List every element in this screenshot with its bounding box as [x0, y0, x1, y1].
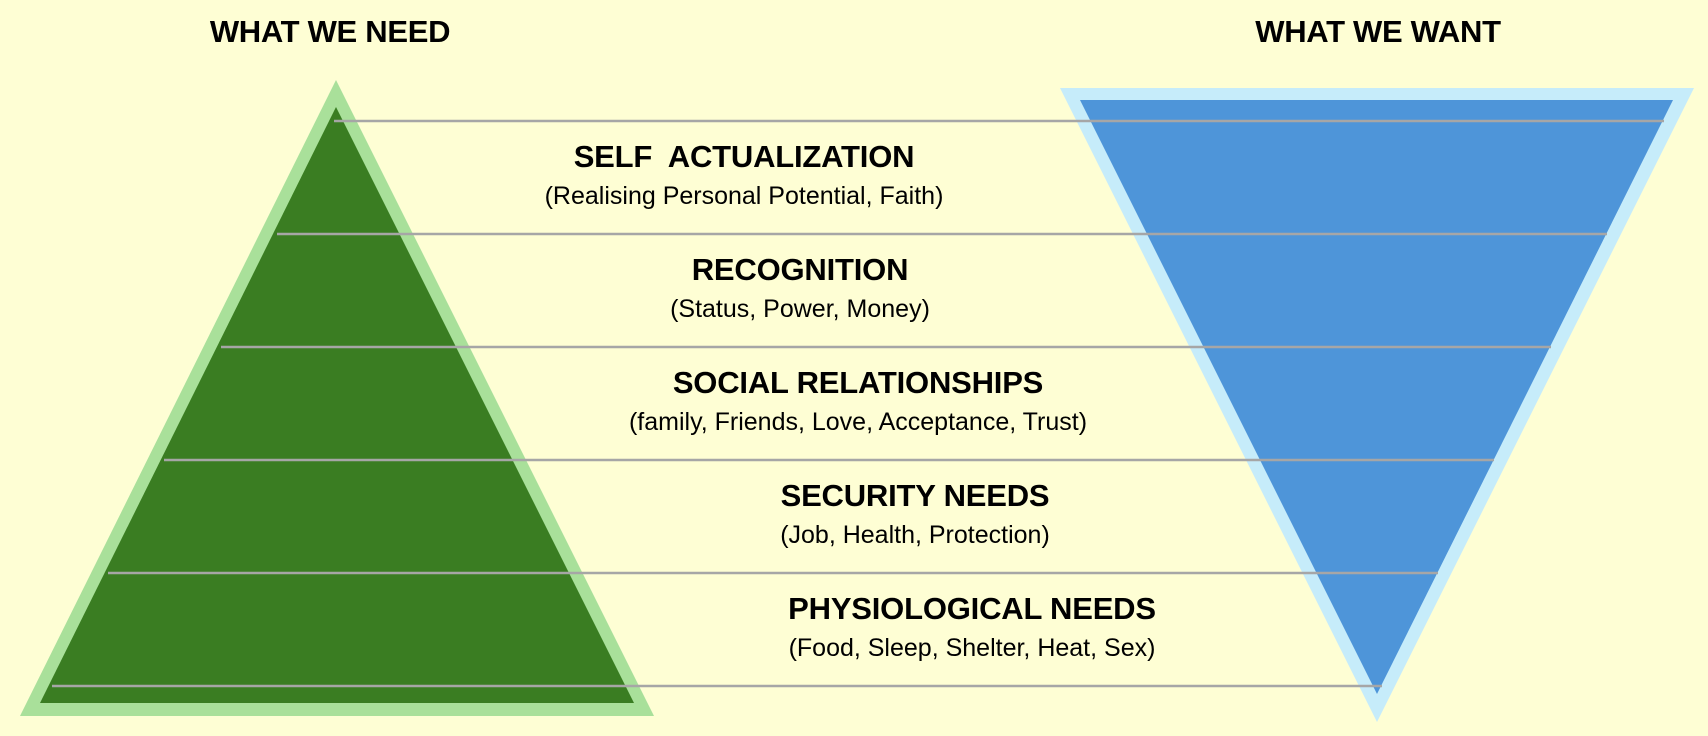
level-description: (Realising Personal Potential, Faith) [544, 182, 944, 210]
level-physiological-needs: PHYSIOLOGICAL NEEDS (Food, Sleep, Shelte… [652, 589, 1292, 665]
level-recognition: RECOGNITION (Status, Power, Money) [480, 250, 1120, 326]
level-title: SOCIAL RELATIONSHIPS [672, 365, 1044, 400]
need-heading: WHAT WE NEED [209, 14, 451, 49]
need-pyramid [40, 107, 634, 703]
level-description: (Job, Health, Protection) [780, 521, 1050, 549]
level-title: RECOGNITION [691, 252, 909, 287]
level-description: (family, Friends, Love, Acceptance, Trus… [628, 408, 1088, 436]
want-pyramid [1080, 100, 1673, 694]
level-security-needs: SECURITY NEEDS (Job, Health, Protection) [595, 476, 1235, 552]
level-description: (Food, Sleep, Shelter, Heat, Sex) [788, 634, 1156, 662]
level-title: PHYSIOLOGICAL NEEDS [788, 591, 1156, 626]
level-self-actualization: SELF ACTUALIZATION (Realising Personal P… [424, 137, 1064, 213]
level-title: SECURITY NEEDS [780, 478, 1050, 513]
level-social-relationships: SOCIAL RELATIONSHIPS (family, Friends, L… [538, 363, 1178, 439]
level-description: (Status, Power, Money) [670, 295, 930, 323]
want-heading: WHAT WE WANT [1255, 14, 1501, 49]
level-title: SELF ACTUALIZATION [573, 139, 915, 174]
